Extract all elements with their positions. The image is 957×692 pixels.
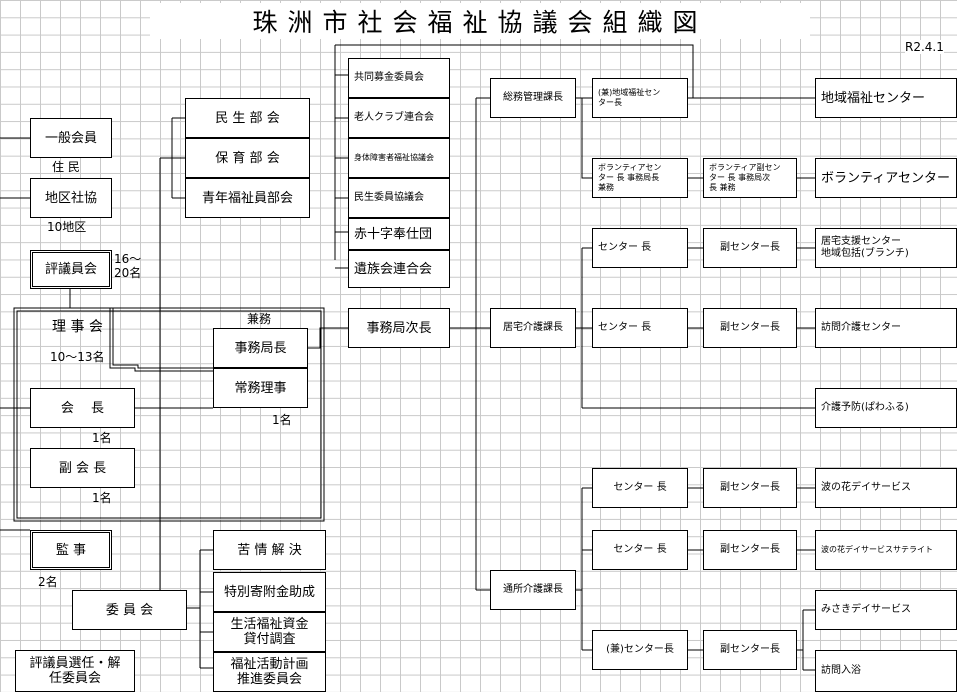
chair-box: 会 長 bbox=[30, 388, 135, 428]
auditor-box: 監 事 bbox=[30, 530, 112, 570]
facility-home-nursing: 訪問介護センター bbox=[815, 308, 957, 348]
subcommittee-welfare: 民 生 部 会 bbox=[185, 98, 310, 138]
councilors-box: 評議員会 bbox=[30, 250, 112, 289]
org-bereaved-families: 遺族会連合会 bbox=[348, 250, 450, 288]
staff-vice-head-3: 副センター長 bbox=[703, 468, 797, 508]
secretary-general-box: 事務局長 bbox=[213, 328, 308, 368]
staff-community-center-head: (兼)地域福祉セン ター長 bbox=[592, 78, 688, 118]
facility-visiting-bath: 訪問入浴 bbox=[815, 650, 957, 692]
facility-community-center: 地域福祉センター bbox=[815, 78, 957, 118]
staff-vice-head-4: 副センター長 bbox=[703, 530, 797, 570]
facility-nami-satellite: 波の花デイサービスサテライト bbox=[815, 530, 957, 570]
election-committee-box: 評議員選任・解 任委員会 bbox=[15, 650, 135, 692]
section-day-care: 通所介護課長 bbox=[490, 570, 576, 610]
facility-nami-day-service: 波の花デイサービス bbox=[815, 468, 957, 508]
org-red-cross: 赤十字奉仕団 bbox=[348, 218, 450, 250]
staff-center-head-2: センター 長 bbox=[592, 308, 688, 348]
subcommittee-youth: 青年福祉員部会 bbox=[185, 178, 310, 218]
org-disabled-council: 身体障害者福祉協議会 bbox=[348, 138, 450, 178]
chair-note: 1名 bbox=[92, 431, 112, 445]
revision-date: R2.4.1 bbox=[905, 40, 944, 54]
staff-volunteer-vice-head: ボランティア副セン ター 長 事務局次 長 兼務 bbox=[703, 158, 797, 198]
general-members-box: 一般会員 bbox=[30, 118, 112, 158]
committee-complaint: 苦 情 解 決 bbox=[213, 530, 326, 570]
councilors-note: 16～ 20名 bbox=[114, 252, 142, 280]
concurrent-note: 兼務 bbox=[247, 312, 272, 326]
general-members-note: 住 民 bbox=[52, 160, 80, 174]
org-seniors-club: 老人クラブ連合会 bbox=[348, 98, 450, 138]
staff-vice-head-2: 副センター長 bbox=[703, 308, 797, 348]
staff-vice-head-5: 副センター長 bbox=[703, 630, 797, 670]
section-home-care: 居宅介護課長 bbox=[490, 308, 576, 348]
deputy-secretary-box: 事務局次長 bbox=[348, 308, 450, 348]
board-note: 10～13名 bbox=[50, 350, 105, 364]
facility-home-support: 居宅支援センター 地域包括(ブランチ) bbox=[815, 228, 957, 268]
district-council-note: 10地区 bbox=[47, 220, 87, 234]
auditor-note: 2名 bbox=[38, 575, 58, 589]
staff-concurrent-center-head: (兼)センター長 bbox=[592, 630, 688, 670]
committee-box: 委 員 会 bbox=[72, 590, 187, 630]
vice-chair-box: 副 会 長 bbox=[30, 448, 135, 488]
page-title: 珠洲市社会福祉協議会組織図 bbox=[150, 3, 810, 39]
executive-director-box: 常務理事 bbox=[213, 368, 308, 408]
subcommittee-childcare: 保 育 部 会 bbox=[185, 138, 310, 178]
staff-center-head-1: センター 長 bbox=[592, 228, 688, 268]
staff-center-head-3: センター 長 bbox=[592, 468, 688, 508]
district-council-box: 地区社協 bbox=[30, 178, 112, 218]
section-general-management: 総務管理課長 bbox=[490, 78, 576, 118]
vice-chair-note: 1名 bbox=[92, 491, 112, 505]
committee-donation: 特別寄附金助成 bbox=[213, 572, 326, 612]
committee-loan: 生活福祉資金 貸付調査 bbox=[213, 612, 326, 652]
facility-misaki-day-service: みさきデイサービス bbox=[815, 590, 957, 630]
org-community-chest: 共同募金委員会 bbox=[348, 58, 450, 98]
executive-director-note: 1名 bbox=[272, 413, 292, 427]
staff-vice-head-1: 副センター長 bbox=[703, 228, 797, 268]
staff-volunteer-center-head: ボランティアセン ター 長 事務局長 兼務 bbox=[592, 158, 688, 198]
committee-plan: 福祉活動計画 推進委員会 bbox=[213, 652, 326, 692]
org-welfare-commissioners: 民生委員協議会 bbox=[348, 178, 450, 218]
board-label: 理 事 会 bbox=[52, 319, 103, 335]
staff-center-head-4: センター 長 bbox=[592, 530, 688, 570]
facility-volunteer-center: ボランティアセンター bbox=[815, 158, 957, 198]
facility-care-prevention: 介護予防(ぱわふる) bbox=[815, 388, 957, 428]
